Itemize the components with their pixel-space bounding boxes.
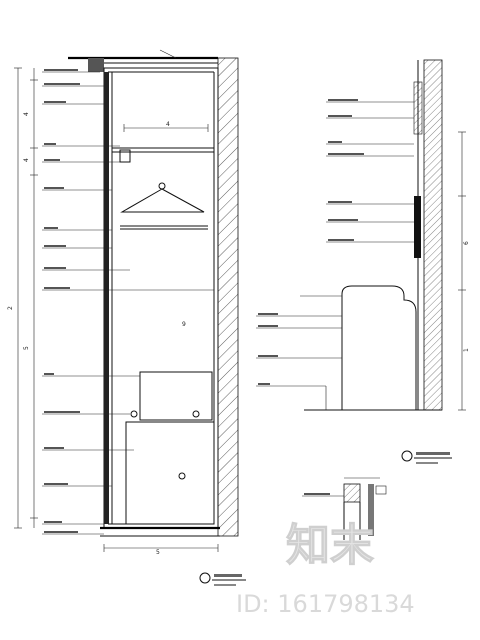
cabinet-outline	[103, 67, 219, 529]
armchair-profile	[341, 285, 417, 410]
watermark-id: ID: 161798134	[236, 590, 415, 618]
section-marker-icon	[199, 572, 211, 584]
profile-small-box	[375, 485, 387, 495]
dim-text: 4	[166, 121, 170, 128]
side-wall-hatch	[423, 59, 443, 411]
dim-text: 5	[23, 346, 30, 350]
top-dim-marker	[159, 49, 177, 59]
side-handle-bar	[414, 196, 421, 258]
clothes-hanger-icon	[120, 188, 205, 213]
detail-scale-text	[416, 462, 438, 464]
rod-bracket	[119, 149, 131, 163]
leader-callouts	[42, 69, 214, 535]
wall-hatch	[217, 57, 239, 537]
lower-drawer	[125, 421, 215, 525]
side-leader-callouts	[256, 99, 414, 410]
side-detail-view: 6 1	[256, 59, 470, 464]
detail-marker-icon	[401, 450, 413, 462]
dim-text: 6	[463, 241, 470, 245]
small-profile-detail	[302, 477, 387, 540]
wardrobe-door	[104, 72, 109, 524]
main-section-view: 4 4 5 2 4	[7, 49, 246, 586]
ceiling-light-fixture	[88, 58, 104, 72]
section-scale-text	[214, 584, 236, 586]
profile-strip	[368, 484, 374, 536]
profile-label	[304, 493, 330, 495]
dim-text: 1	[463, 348, 470, 352]
dim-text: 4	[23, 112, 30, 116]
detail-title-text	[416, 452, 450, 455]
drawer-knob-icon	[130, 410, 138, 418]
dim-text: 2	[7, 306, 14, 310]
dim-text: 4	[23, 158, 30, 162]
dim-text: 5	[156, 549, 160, 556]
drawer-knob-icon	[192, 410, 200, 418]
drawer-knob-icon	[178, 472, 186, 480]
dim-text: 9	[182, 321, 186, 328]
hanger-hook-icon	[158, 182, 166, 190]
section-title-text	[214, 574, 242, 577]
watermark-logo: 知末	[286, 520, 374, 571]
upper-drawer	[139, 371, 213, 421]
side-top-panel	[413, 81, 423, 135]
profile-block	[343, 483, 361, 503]
